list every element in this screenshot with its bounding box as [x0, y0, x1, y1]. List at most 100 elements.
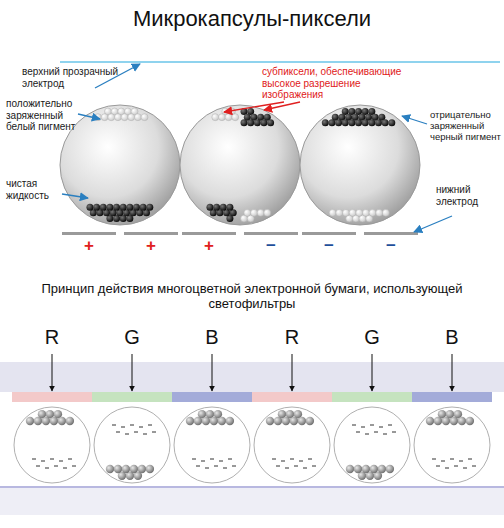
pigment-particle [336, 209, 343, 216]
pigment-particle [354, 465, 362, 473]
charge-mark [472, 466, 476, 467]
charge-mark [281, 461, 285, 462]
pigment-particle [362, 119, 369, 126]
pigment-particle [210, 417, 218, 425]
pigment-particle [386, 465, 394, 473]
pigment-particle [348, 119, 355, 126]
red-filter [12, 392, 92, 402]
charge-mark [152, 432, 156, 433]
charge-mark [365, 434, 369, 435]
charge-mark [228, 459, 232, 460]
pigment-particle [122, 465, 130, 473]
charge-mark [112, 425, 116, 426]
pigment-particle [250, 209, 257, 216]
pigment-particle [101, 114, 108, 121]
charge-mark [223, 468, 227, 469]
pigment-particle [225, 114, 232, 121]
upper-panel [0, 362, 504, 392]
charge-mark [41, 461, 45, 462]
pigment-particle [50, 417, 58, 425]
pigment-particle [86, 204, 93, 211]
charge-mark [432, 459, 436, 460]
charge-mark [134, 432, 138, 433]
lower-panel [0, 488, 504, 515]
pigment-particle [322, 119, 329, 126]
capsule [174, 407, 250, 483]
green-filter [332, 392, 412, 402]
pigment-particle [244, 209, 251, 216]
color-capsules [14, 407, 490, 483]
pigment-particle [266, 417, 274, 425]
charge-mark [308, 459, 312, 460]
leader-line [62, 194, 88, 198]
pigment-particle [362, 209, 369, 216]
pigment-particle [254, 119, 261, 126]
pigment-particle [218, 114, 225, 121]
charge-mark [192, 459, 196, 460]
pigment-particle [93, 204, 100, 211]
pigment-particle [106, 465, 114, 473]
filter-letter: B [437, 326, 467, 349]
subtitle: Принцип действия многоцветной электронно… [40, 282, 464, 312]
charge-mark [303, 468, 307, 469]
pigment-particle [328, 119, 335, 126]
polarity-sign: − [319, 236, 339, 256]
callout-label: положительно заряженный белый пигмент [6, 98, 78, 133]
pigment-particle [113, 204, 120, 211]
filter-letter: G [357, 326, 387, 349]
charge-mark [32, 459, 36, 460]
charge-mark [63, 468, 67, 469]
pigment-particle [342, 209, 349, 216]
pigment-particle [226, 204, 233, 211]
polarity-sign: − [381, 236, 401, 256]
pigment-particle [349, 209, 356, 216]
pigment-particle [66, 417, 74, 425]
pigment-particle [42, 417, 50, 425]
capsule [414, 407, 490, 483]
capsule [14, 407, 90, 483]
charge-mark [214, 466, 218, 467]
pigment-particle [26, 417, 34, 425]
capsule [334, 407, 410, 483]
pigment-particle [186, 417, 194, 425]
electrode-segment [124, 232, 178, 235]
charge-mark [219, 461, 223, 462]
charge-mark [201, 461, 205, 462]
pigment-particle [220, 204, 227, 211]
pigment-particle [232, 114, 239, 121]
leader-line [414, 216, 452, 232]
charge-mark [45, 468, 49, 469]
pigment-particle [247, 119, 254, 126]
electrode-segment [62, 232, 116, 235]
capsule [180, 105, 300, 225]
pigment-particle [194, 417, 202, 425]
charge-mark [356, 432, 360, 433]
pigment-particle [368, 119, 375, 126]
pigment-particle [106, 204, 113, 211]
pigment-particle [434, 417, 442, 425]
polarity-sign: + [199, 236, 219, 256]
charge-mark [59, 461, 63, 462]
polarity-sign: + [141, 236, 161, 256]
pigment-particle [329, 209, 336, 216]
pigment-particle [267, 119, 274, 126]
leader-line [132, 354, 133, 391]
pigment-particle [121, 114, 128, 121]
electrode-segment [364, 232, 418, 235]
capsule [300, 105, 420, 225]
pigment-particle [290, 417, 298, 425]
pigment-particle [213, 204, 220, 211]
pigment-particle [120, 204, 127, 211]
pigment-particle [257, 209, 264, 216]
callout-label: верхний прозрачный электрод [22, 66, 132, 89]
pigment-particle [306, 417, 314, 425]
filter-letter: R [37, 326, 67, 349]
charge-mark [290, 459, 294, 460]
callout-label: чистая жидкость [6, 178, 64, 201]
capsule [254, 407, 330, 483]
polarity-sign: − [261, 236, 281, 256]
charge-mark [68, 459, 72, 460]
charge-mark [276, 466, 280, 467]
charge-mark [130, 425, 134, 426]
leader-line [452, 354, 453, 391]
